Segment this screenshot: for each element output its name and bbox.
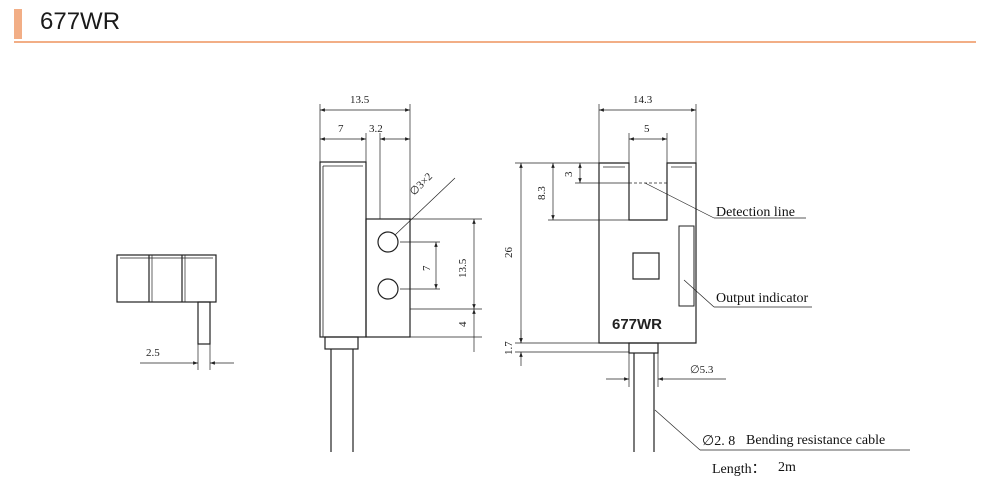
mounting-hole-lower	[377, 278, 399, 300]
right-dim-slot-width: 5	[644, 123, 650, 135]
detection-line-label: Detection line	[716, 205, 795, 220]
cable-length-value: 2m	[778, 460, 796, 475]
cable-dia-label: ∅2. 8	[702, 434, 735, 449]
right-side-strip	[678, 225, 695, 307]
front-view	[319, 104, 482, 452]
right-dim-cable-dia: ∅5.3	[690, 364, 714, 376]
side-view	[116, 254, 234, 370]
right-dim-cable-offset: 1.7	[503, 341, 515, 355]
side-view-tab	[197, 301, 211, 345]
right-cable-gland	[628, 342, 659, 354]
right-view	[515, 104, 910, 452]
front-bracket	[365, 218, 411, 338]
right-dim-height: 26	[503, 247, 515, 259]
front-dim-hole: ∅3×2	[408, 171, 435, 198]
cable-type-label: Bending resistance cable	[746, 433, 885, 448]
front-dim-bottom: 4	[457, 321, 469, 327]
title-accent-bar	[14, 9, 22, 39]
front-dim-hole-pitch: 7	[421, 265, 433, 271]
right-dim-detection-height: 8.3	[536, 186, 548, 200]
front-dim-overall-width: 13.5	[350, 94, 370, 106]
front-body	[319, 161, 367, 338]
side-dim-width: 2.5	[146, 347, 160, 359]
right-dim-slot-depth: 3	[563, 171, 575, 177]
front-dim-left: 7	[338, 123, 344, 135]
mounting-hole-upper	[377, 231, 399, 253]
right-dim-width: 14.3	[633, 94, 653, 106]
output-indicator-label: Output indicator	[716, 291, 808, 306]
page-header: 677WR	[14, 6, 976, 43]
side-view-body	[116, 254, 217, 303]
output-indicator-window	[632, 252, 660, 280]
model-marking: 677WR	[612, 316, 662, 333]
front-cable-gland	[324, 336, 359, 350]
front-dim-right: 3.2	[369, 123, 383, 135]
front-dim-bracket-height: 13.5	[457, 258, 469, 278]
cable-length-label: Length：	[712, 462, 766, 477]
page-title: 677WR	[40, 8, 121, 35]
title-underline	[14, 41, 976, 43]
